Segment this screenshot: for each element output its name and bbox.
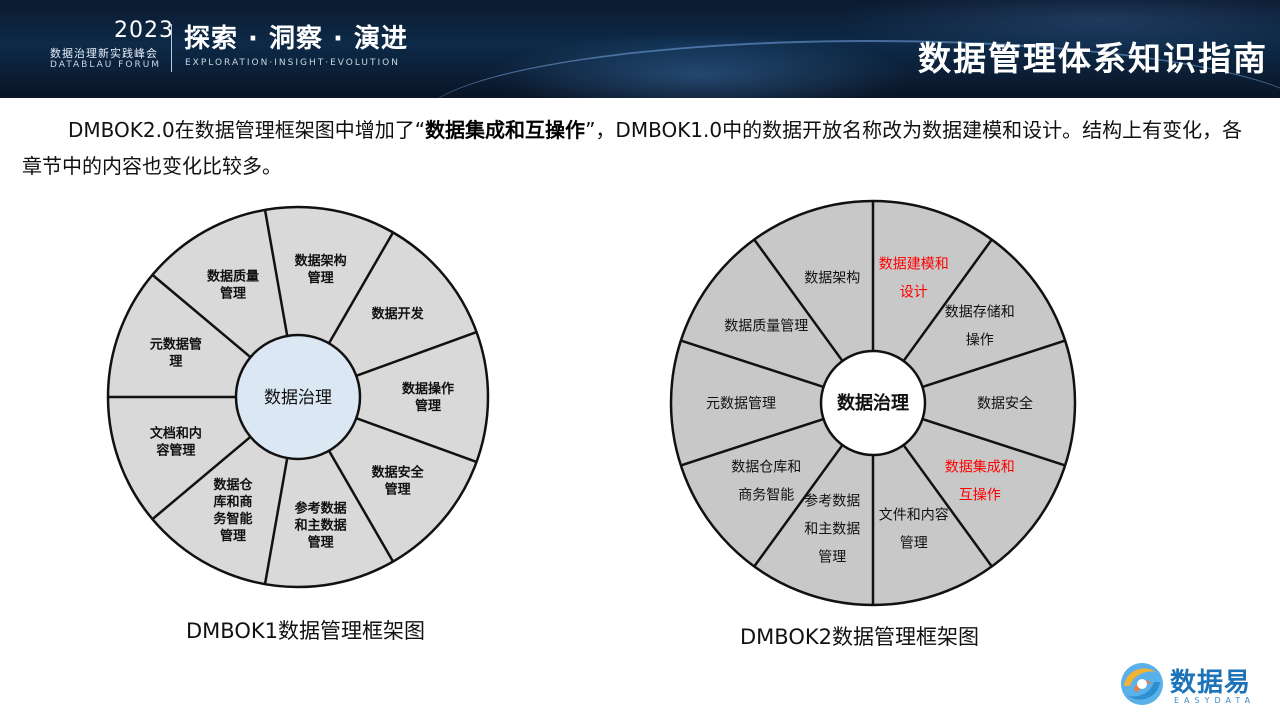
dmbok2-wheel-segment-label: 数据建模和设计 (879, 257, 949, 301)
dmbok2-wheel-center-label: 数据治理 (837, 392, 909, 414)
dmbok2-wheel-segment-label: 数据安全 (977, 395, 1033, 412)
diagram1-caption: DMBOK1数据管理框架图 (186, 619, 425, 643)
dmbok2-wheel-center-circle (819, 349, 927, 457)
dmbok2-wheel-segment-label: 元数据管理 (706, 396, 776, 412)
dmbok2-wheel-divider (902, 444, 993, 568)
forum-name-cn: 数据治理新实践峰会 (50, 47, 158, 60)
dmbok1-wheel-divider (263, 209, 289, 337)
dmbok1-wheel-segment-label: 元数据管理 (150, 337, 202, 370)
dmbok1-wheel-divider (327, 231, 395, 344)
dmbok1-wheel-segment-label: 数据仓库和商务智能管理 (213, 477, 253, 544)
brand-name-cn: 数据易 (1170, 668, 1252, 698)
page-title: 数据管理体系知识指南 (918, 39, 1268, 78)
dmbok1-wheel-divider (327, 450, 395, 563)
brand-name-en: EASYDATA (1174, 696, 1256, 705)
dmbok1-wheel-center-label: 数据治理 (264, 388, 332, 408)
slogan-en: EXPLORATION·INSIGHT·EVOLUTION (185, 58, 400, 68)
brand-swirl-icon (1121, 663, 1163, 705)
dmbok1-wheel-segment-label: 数据安全管理 (372, 465, 425, 498)
dmbok1-wheel-segment-label: 数据操作管理 (402, 381, 454, 414)
dmbok2-wheel-segment-label: 数据架构 (804, 271, 860, 287)
dmbok1-wheel-segment-label: 数据开发 (372, 306, 425, 322)
dmbok2-wheel-divider (753, 238, 844, 362)
intro-text-part1: DMBOK2.0在数据管理框架图中增加了“ (68, 118, 426, 142)
header-divider (171, 24, 172, 72)
brand-logo-block: 数据易 EASYDATA (1118, 660, 1268, 712)
forum-year: 2023 (114, 18, 174, 43)
dmbok2-wheel: 数据治理 数据建模和设计数据存储和操作数据安全数据集成和互操作文件和内容管理参考数… (669, 199, 1077, 607)
dmbok2-wheel-segment-label: 参考数据和主数据管理 (804, 493, 860, 566)
dmbok2-wheel-segment-label: 数据存储和操作 (945, 304, 1015, 348)
header-banner: 2023 数据治理新实践峰会 DATABLAU FORUM 探索 · 洞察 · … (0, 0, 1280, 98)
dmbok2-wheel-segment-label: 数据质量管理 (724, 318, 808, 334)
dmbok1-wheel-divider (355, 417, 477, 464)
dmbok2-wheel-divider (680, 339, 824, 389)
header-arc-decoration (420, 40, 1280, 98)
dmbok2-wheel-divider (922, 417, 1066, 467)
intro-paragraph: DMBOK2.0在数据管理框架图中增加了“数据集成和互操作”，DMBOK1.0中… (22, 112, 1262, 184)
dmbok2-wheel-divider (680, 417, 824, 467)
dmbok1-wheel-divider (355, 330, 477, 377)
intro-text-bold: 数据集成和互操作 (425, 118, 586, 142)
dmbok1-wheel-segment-label: 数据质量管理 (207, 269, 259, 302)
dmbok1-wheel-divider (151, 273, 252, 359)
dmbok1-wheel-divider (263, 457, 289, 585)
dmbok2-wheel-divider (922, 339, 1066, 389)
forum-name-en: DATABLAU FORUM (50, 60, 162, 70)
dmbok1-wheel-segment-label: 文档和内容管理 (150, 426, 202, 459)
dmbok2-wheel-divider (753, 444, 844, 568)
dmbok1-wheel-segment-label: 参考数据和主数据管理 (295, 501, 347, 551)
diagram2-caption: DMBOK2数据管理框架图 (740, 625, 979, 649)
dmbok2-wheel-divider (902, 238, 993, 362)
dmbok1-wheel-center-circle (234, 333, 362, 461)
dmbok2-wheel-segment-label: 文件和内容管理 (879, 507, 949, 552)
dmbok1-wheel-divider (151, 435, 252, 521)
dmbok2-wheel-segment-label: 数据仓库和商务智能 (731, 460, 801, 504)
dmbok1-wheel-segment-label: 数据架构管理 (295, 253, 347, 286)
slogan-cn: 探索 · 洞察 · 演进 (184, 24, 408, 54)
dmbok2-wheel-segment-label: 数据集成和互操作 (945, 459, 1015, 504)
intro-text-part2: ”，DMBOK1.0中的数据开放名称改为数据建模和设计。结构上有变化，各章节中的… (22, 118, 1243, 178)
